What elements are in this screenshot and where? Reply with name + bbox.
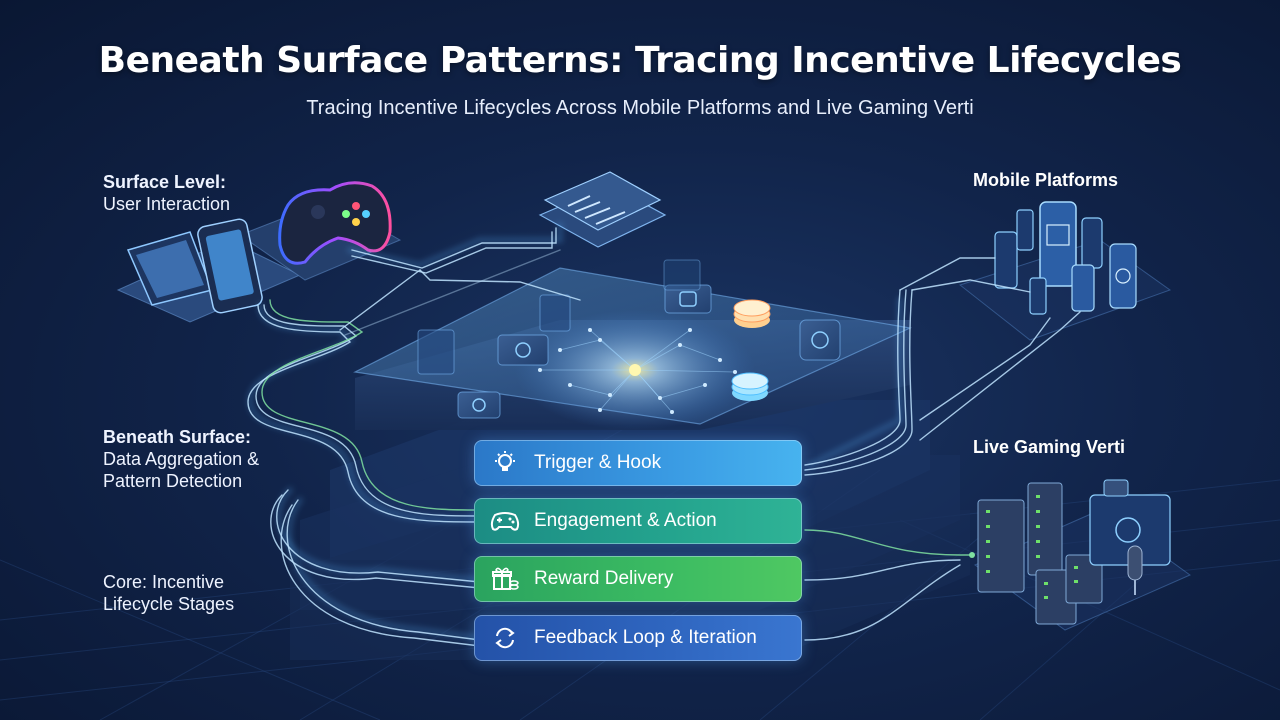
stage-label: Engagement & Action: [534, 510, 717, 531]
server-cluster: [973, 479, 1192, 631]
stage-label: Feedback Loop & Iteration: [534, 627, 757, 648]
beneath-surface-label: Beneath Surface: Data Aggregation & Patt…: [103, 426, 259, 492]
surface-level-label: Surface Level: User Interaction: [103, 171, 230, 215]
mobile-platforms-label: Mobile Platforms: [973, 170, 1119, 190]
lightbulb-icon: [490, 448, 520, 478]
stage-trigger-hook: Trigger & Hook: [474, 440, 802, 486]
page-subtitle: Tracing Incentive Lifecycles Across Mobi…: [306, 97, 974, 119]
mobile-phones-cluster: [958, 201, 1172, 341]
gift-icon: [490, 564, 520, 594]
surface-level-title: Surface Level:: [103, 172, 227, 192]
beneath-surface-detail-2: Pattern Detection: [103, 471, 243, 491]
cycle-arrows-icon: [490, 623, 520, 653]
beneath-surface-title: Beneath Surface:: [103, 427, 252, 447]
data-flow-lines: [246, 222, 1081, 647]
stage-reward-delivery: Reward Delivery: [474, 556, 802, 602]
stage-engagement-action: Engagement & Action: [474, 498, 802, 544]
surface-devices: [116, 171, 667, 323]
surface-level-detail: User Interaction: [103, 194, 231, 214]
core-detail: Lifecycle Stages: [103, 594, 235, 614]
network-brain: [515, 310, 755, 430]
gamepad-icon: [490, 506, 520, 536]
stage-feedback-loop: Feedback Loop & Iteration: [474, 615, 802, 661]
stage-label: Trigger & Hook: [534, 452, 662, 473]
live-gaming-label: Live Gaming Verti: [973, 437, 1126, 457]
platform-tiles: [417, 259, 841, 419]
beneath-surface-detail-1: Data Aggregation &: [103, 449, 260, 469]
core-label: Core: Incentive Lifecycle Stages: [103, 571, 234, 615]
stage-label: Reward Delivery: [534, 568, 674, 589]
page-title: Beneath Surface Patterns: Tracing Incent…: [98, 40, 1182, 81]
core-title: Core: Incentive: [103, 572, 225, 592]
